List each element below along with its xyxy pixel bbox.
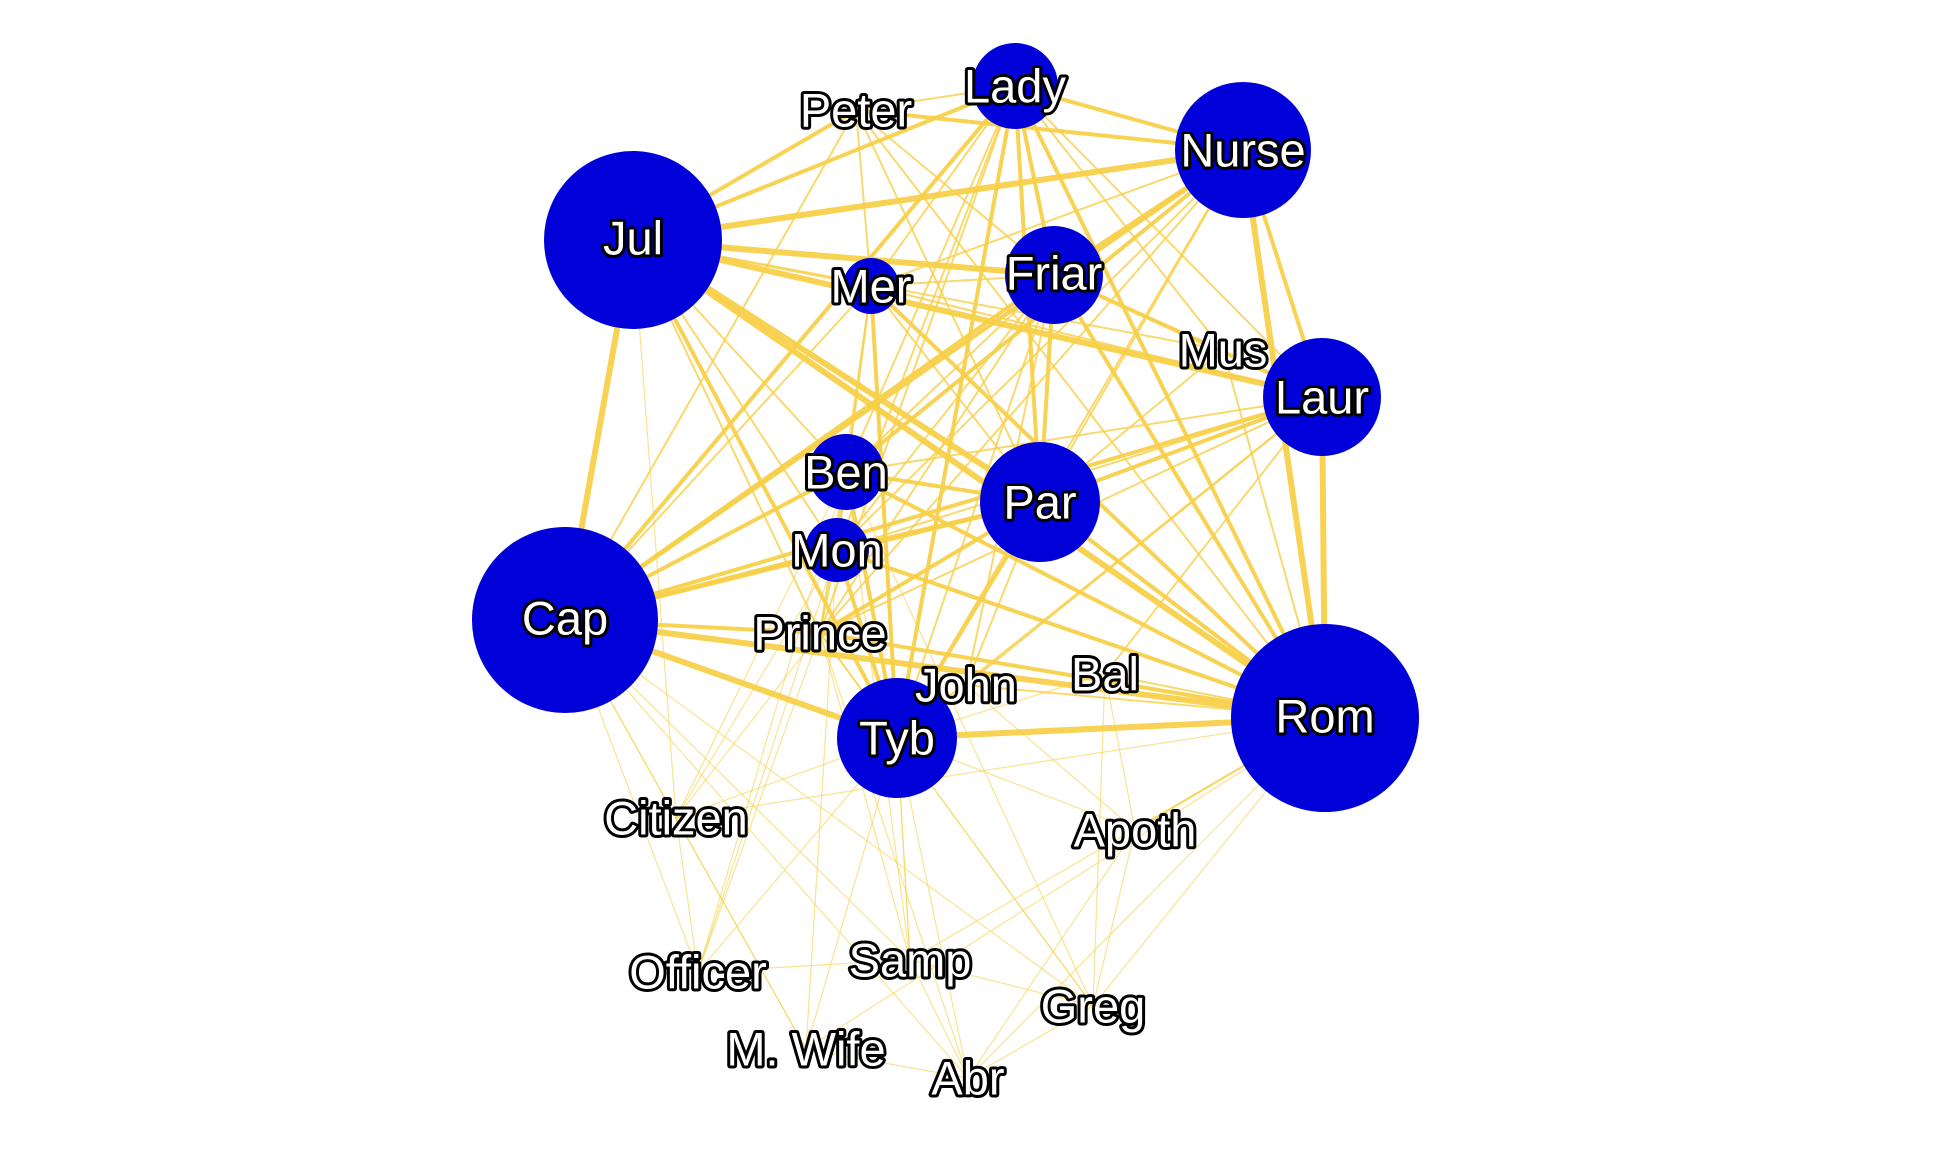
edge-lady-ben [845, 85, 1016, 473]
node-label-citizen: Citizen [604, 792, 748, 845]
edge-officer-citizen [675, 817, 699, 973]
edge-laur-john [965, 396, 1323, 686]
edge-mwife-citizen [675, 817, 807, 1050]
edge-rom-lady [1013, 84, 1327, 720]
edge-cap-lady [563, 84, 1017, 622]
edge-friar-mon [836, 274, 1055, 551]
node-label-john: John [915, 659, 1017, 712]
node-cap [472, 527, 658, 713]
edge-greg-abr [967, 1005, 1094, 1079]
node-label-cap: Cap [522, 592, 608, 645]
edge-par-peter [855, 109, 1041, 503]
node-label-ben: Ben [804, 446, 888, 499]
edge-rom-mwife [805, 717, 1326, 1050]
node-label-laur: Laur [1275, 371, 1369, 424]
node-label-greg: Greg [1041, 980, 1146, 1033]
edge-apoth-greg [1092, 829, 1136, 1007]
edge-mon-citizen [675, 549, 838, 819]
node-label-par: Par [1003, 476, 1076, 529]
node-jul [544, 151, 722, 329]
node-label-abr: Abr [931, 1052, 1004, 1105]
node-rom [1231, 624, 1419, 812]
edge-mon-officer [697, 549, 838, 973]
node-par [980, 442, 1100, 562]
edge-nurse-mon [836, 149, 1244, 551]
edge-jul-nurse [630, 147, 1246, 243]
node-tyb [837, 678, 957, 798]
edge-samp-abr [909, 959, 969, 1079]
edge-prince-citizen [675, 632, 821, 819]
edge-jul-rom [630, 237, 1328, 721]
edge-officer-samp [697, 959, 911, 973]
edge-cap-abr [564, 619, 969, 1079]
node-mer [843, 258, 899, 314]
edge-laur-mer [870, 285, 1323, 398]
node-label-mus: Mus [1179, 324, 1268, 377]
node-label-jul: Jul [603, 212, 663, 265]
edge-prince-officer [697, 632, 821, 973]
edge-bal-greg [1092, 673, 1106, 1007]
node-label-apoth: Apoth [1074, 804, 1197, 857]
edge-laur-lady [1014, 85, 1323, 398]
edge-lady-mus [1014, 85, 1224, 351]
node-label-lady: Lady [964, 60, 1066, 113]
edge-rom-citizen [675, 717, 1326, 819]
node-label-officer: Officer [629, 946, 767, 999]
edge-laur-ben [845, 396, 1323, 473]
edge-jul-laur [630, 237, 1325, 400]
edge-bal-apoth [1104, 673, 1136, 831]
node-label-nurse: Nurse [1180, 124, 1305, 177]
node-label-prince: Prince [753, 607, 886, 660]
edge-cap-laur [563, 395, 1324, 622]
node-laur [1263, 338, 1381, 456]
node-label-friar: Friar [1006, 247, 1103, 300]
node-label-tyb: Tyb [859, 712, 935, 765]
edge-prince-abr [819, 632, 969, 1079]
node-friar [1005, 226, 1103, 324]
edge-cap-greg [564, 619, 1094, 1007]
node-lady [972, 43, 1058, 129]
edge-tyb-friar [896, 274, 1055, 739]
node-nurse [1175, 82, 1311, 218]
edge-cap-rom [562, 617, 1328, 721]
edge-apoth-abr [967, 829, 1136, 1079]
node-label-bal: Bal [1071, 648, 1139, 701]
edge-samp-greg [909, 959, 1094, 1007]
nodes-layer [472, 43, 1419, 812]
edge-john-apoth [965, 684, 1136, 831]
edge-cap-friar [563, 273, 1056, 622]
edge-mer-samp [870, 285, 911, 961]
labels-layer: JulCapRomNurseLaurParTybFriarLadyBenMonM… [519, 57, 1378, 1108]
edge-cap-peter [564, 109, 857, 621]
node-label-peter: Peter [800, 84, 912, 137]
node-label-rom: Rom [1275, 690, 1374, 743]
node-ben [808, 434, 884, 510]
edge-prince-samp [819, 632, 911, 961]
node-mon [805, 518, 869, 582]
node-label-mon: Mon [791, 524, 882, 577]
node-label-samp: Samp [849, 934, 972, 987]
node-label-mer: Mer [831, 260, 912, 313]
edge-tyb-lady [895, 84, 1017, 740]
edge-mwife-abr [805, 1048, 969, 1079]
edge-mer-peter [855, 109, 872, 287]
node-label-mwife: M. Wife [726, 1023, 885, 1076]
